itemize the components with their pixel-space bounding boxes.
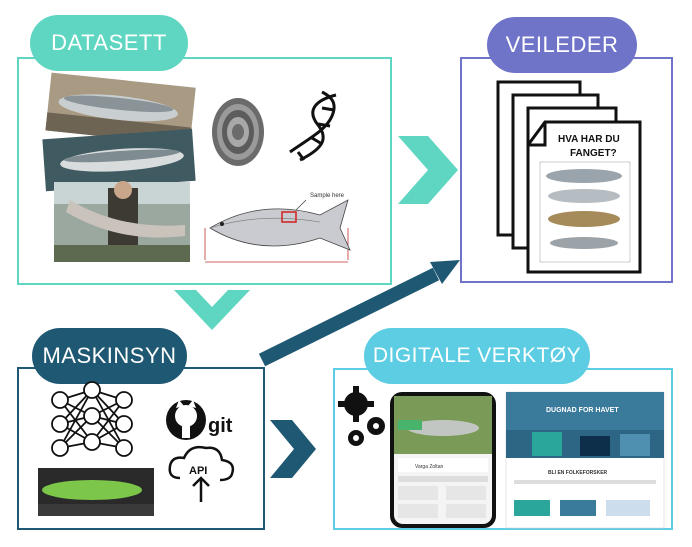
- maskinsyn-box: [17, 367, 265, 530]
- digitale-label: DIGITALE VERKTØY: [364, 328, 590, 384]
- veileder-label: VEILEDER: [487, 17, 637, 73]
- datasett-label: DATASETT: [30, 15, 188, 71]
- chevron-down-arrow: [174, 290, 250, 330]
- diagonal-arrow-head: [430, 260, 460, 284]
- chevron-right-icon: [398, 136, 458, 204]
- veileder-box: [460, 57, 673, 283]
- digitale-box: [333, 368, 673, 530]
- chevron-right-dark-icon: [270, 420, 316, 478]
- maskinsyn-label: MASKINSYN: [32, 328, 187, 384]
- datasett-box: [17, 57, 392, 285]
